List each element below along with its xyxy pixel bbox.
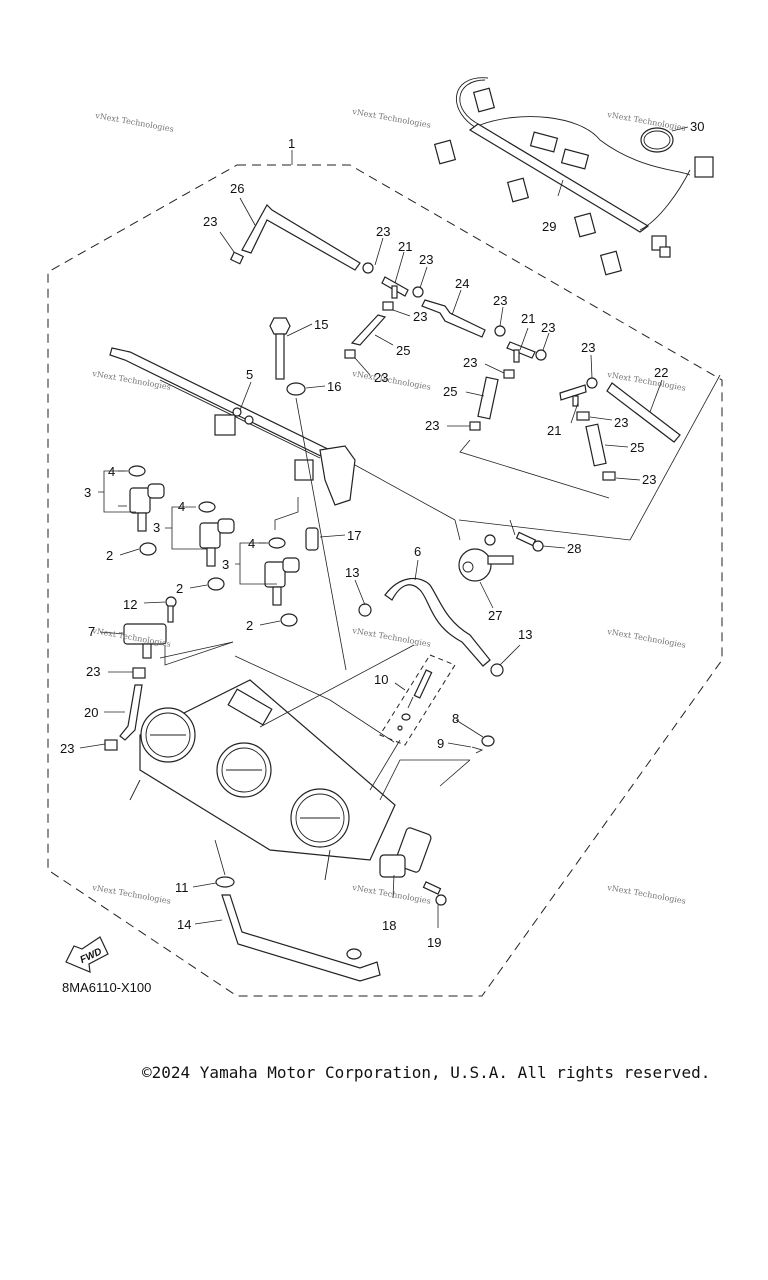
callout-8: 8 <box>452 711 459 726</box>
callout-22: 22 <box>654 365 668 380</box>
bolt-19 <box>422 881 447 906</box>
callout-23: 23 <box>493 293 507 308</box>
clamp-13a <box>358 603 372 617</box>
injector-3 <box>264 557 300 606</box>
pressure-regulator-27 <box>458 534 514 582</box>
callout-7: 7 <box>88 624 95 639</box>
watermark: vNext Technologies <box>606 883 687 906</box>
watermark: vNext Technologies <box>351 107 432 130</box>
hose-22 <box>606 382 681 443</box>
copyright-notice: ©2024 Yamaha Motor Corporation, U.S.A. A… <box>142 1063 711 1082</box>
kit-10-boundary <box>379 654 456 746</box>
callout-23: 23 <box>86 664 100 679</box>
hose-20 <box>119 684 143 741</box>
callout-13: 13 <box>518 627 532 642</box>
callout-21: 21 <box>547 423 561 438</box>
fuel-rail <box>109 347 356 506</box>
callout-4: 4 <box>108 464 115 479</box>
callout-labels: 1 2 2 2 3 3 3 4 4 4 5 6 7 8 9 10 11 12 1… <box>60 119 704 950</box>
callout-2: 2 <box>176 581 183 596</box>
collar-17 <box>305 527 319 551</box>
callout-23: 23 <box>419 252 433 267</box>
hose-25-right <box>585 423 607 467</box>
callout-11: 11 <box>175 880 189 895</box>
callout-3: 3 <box>84 485 91 500</box>
callout-20: 20 <box>84 705 98 720</box>
hose-6 <box>384 577 491 667</box>
callout-23: 23 <box>614 415 628 430</box>
callout-3: 3 <box>222 557 229 572</box>
callout-24: 24 <box>455 276 469 291</box>
callout-14: 14 <box>177 917 191 932</box>
callout-23: 23 <box>463 355 477 370</box>
callout-4: 4 <box>178 499 185 514</box>
bolt-28 <box>515 531 544 552</box>
clip-30 <box>640 127 674 153</box>
injector-2 <box>199 518 235 567</box>
hose-24 <box>421 299 486 338</box>
callout-16: 16 <box>327 379 341 394</box>
washer-16 <box>286 382 306 396</box>
hose-14 <box>221 894 381 982</box>
assembly-boundary <box>47 164 723 997</box>
clamp-13b <box>490 663 504 677</box>
throttle-body <box>129 679 396 881</box>
cap-8 <box>481 735 495 747</box>
watermark: vNext Technologies <box>606 110 687 133</box>
callout-23: 23 <box>374 370 388 385</box>
watermark: vNext Technologies <box>351 369 432 392</box>
callout-18: 18 <box>382 918 396 933</box>
callout-23: 23 <box>581 340 595 355</box>
injector-1 <box>129 483 165 532</box>
callout-4: 4 <box>248 536 255 551</box>
callout-9: 9 <box>437 736 444 751</box>
callout-23: 23 <box>425 418 439 433</box>
callout-3: 3 <box>153 520 160 535</box>
callout-23: 23 <box>203 214 217 229</box>
callout-6: 6 <box>414 544 421 559</box>
callout-30: 30 <box>690 119 704 134</box>
bolt-15 <box>269 317 291 380</box>
callout-26: 26 <box>230 181 244 196</box>
bolt-12 <box>165 596 177 623</box>
wire-harness <box>433 77 714 276</box>
hose-25-mid <box>477 376 499 420</box>
callout-5: 5 <box>246 367 253 382</box>
watermark: vNext Technologies <box>606 627 687 650</box>
callout-15: 15 <box>314 317 328 332</box>
watermark: vNext Technologies <box>351 883 432 906</box>
callout-23: 23 <box>642 472 656 487</box>
hose-26 <box>241 204 361 271</box>
callout-2: 2 <box>106 548 113 563</box>
callout-21: 21 <box>521 311 535 326</box>
callout-17: 17 <box>347 528 361 543</box>
forward-arrow-icon: FWD <box>65 936 109 973</box>
callout-13: 13 <box>345 565 359 580</box>
callout-23: 23 <box>541 320 555 335</box>
parts-diagram: FWD vNext Technologies vNext Technologie… <box>47 77 723 997</box>
hose-25-upper <box>350 314 387 346</box>
watermark: vNext Technologies <box>94 111 175 134</box>
callout-12: 12 <box>123 597 137 612</box>
clamp-11 <box>215 876 235 888</box>
callout-2: 2 <box>246 618 253 633</box>
sensor-18 <box>379 827 432 878</box>
callout-28: 28 <box>567 541 581 556</box>
callout-25: 25 <box>630 440 644 455</box>
callout-27: 27 <box>488 608 502 623</box>
callout-25: 25 <box>396 343 410 358</box>
callout-21: 21 <box>398 239 412 254</box>
callout-1: 1 <box>288 136 295 151</box>
callout-23: 23 <box>376 224 390 239</box>
callout-19: 19 <box>427 935 441 950</box>
callout-10: 10 <box>374 672 388 687</box>
callout-23: 23 <box>60 741 74 756</box>
callout-25: 25 <box>443 384 457 399</box>
watermark: vNext Technologies <box>91 883 172 906</box>
callout-23: 23 <box>413 309 427 324</box>
callout-29: 29 <box>542 219 556 234</box>
watermark: vNext Technologies <box>351 626 432 649</box>
clip-9 <box>471 746 484 754</box>
diagram-code: 8MA6110-X100 <box>62 980 152 995</box>
